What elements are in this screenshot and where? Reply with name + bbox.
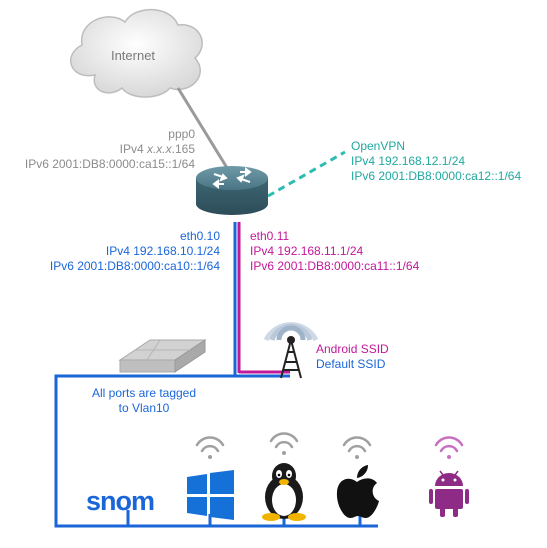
- android-icon: [429, 470, 469, 517]
- ppp0-ipv6: IPv6 2001:DB8:0000:ca15::1/64: [24, 157, 195, 171]
- ppp0-name: ppp0: [168, 127, 195, 141]
- antenna-icon: [263, 322, 319, 379]
- windows-icon: [187, 470, 234, 520]
- eth010-ipv4: IPv4 192.168.10.1/24: [105, 244, 220, 258]
- cloud-icon: [70, 8, 203, 98]
- eth010-name: eth0.10: [179, 229, 220, 243]
- switch-label-line2: to Vlan10: [118, 401, 170, 415]
- uplink-line: [176, 87, 234, 177]
- wifi-icon: [195, 436, 225, 459]
- snom-logo: snom: [86, 486, 154, 516]
- eth011-ipv6: IPv6 2001:DB8:0000:ca11::1/64: [250, 259, 420, 273]
- openvpn-ipv6: IPv6 2001:DB8:0000:ca12::1/64: [351, 169, 522, 183]
- ppp0-info: ppp0 IPv4 x.x.x.165 IPv6 2001:DB8:0000:c…: [25, 127, 195, 172]
- android-ssid: Android SSID: [316, 342, 389, 356]
- openvpn-name: OpenVPN: [351, 139, 406, 153]
- eth011-ipv4: IPv4 192.168.11.1/24: [250, 244, 364, 258]
- ssid-info: Android SSID Default SSID: [316, 342, 389, 372]
- internet-label: Internet: [111, 48, 155, 63]
- default-ssid: Default SSID: [316, 357, 386, 371]
- eth011-info: eth0.11 IPv4 192.168.11.1/24 IPv6 2001:D…: [250, 229, 419, 274]
- wifi-icon: [434, 436, 464, 459]
- router-icon: [196, 166, 268, 215]
- openvpn-link: [267, 150, 346, 198]
- linux-tux-icon: [262, 463, 306, 521]
- eth010-info: eth0.10 IPv4 192.168.10.1/24 IPv6 2001:D…: [50, 229, 220, 274]
- apple-icon: [336, 465, 379, 518]
- switch-info: All ports are tagged to Vlan10: [84, 386, 204, 416]
- switch-label-line1: All ports are tagged: [91, 386, 197, 400]
- eth010-ipv6: IPv6 2001:DB8:0000:ca10::1/64: [49, 259, 220, 273]
- switch-icon: [118, 339, 207, 373]
- lan-bus: [54, 374, 378, 528]
- wifi-icon: [342, 436, 372, 459]
- eth011-name: eth0.11: [250, 229, 290, 243]
- openvpn-ipv4: IPv4 192.168.12.1/24: [351, 154, 466, 168]
- ppp0-ipv4: IPv4 x.x.x.165: [119, 142, 195, 156]
- wifi-icon: [269, 432, 299, 455]
- openvpn-info: OpenVPN IPv4 192.168.12.1/24 IPv6 2001:D…: [351, 139, 521, 184]
